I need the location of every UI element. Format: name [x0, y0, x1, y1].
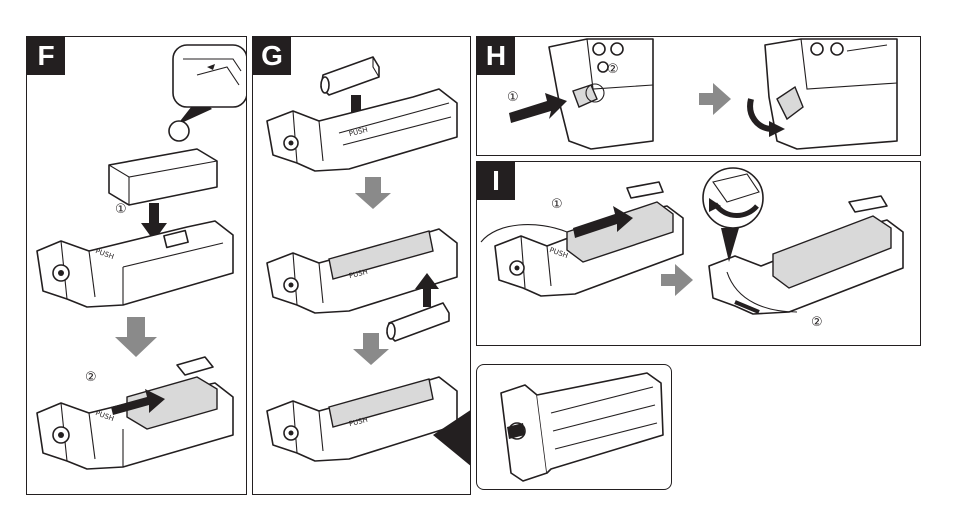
process-arrow-icon — [661, 264, 693, 296]
battery-holder-icon — [481, 182, 683, 296]
panel-g: G — [252, 36, 471, 495]
panel-f: F — [26, 36, 247, 495]
process-arrow-icon — [115, 317, 157, 357]
battery-grip-icon — [765, 39, 897, 149]
panel-h: H ① ② — [476, 36, 921, 156]
panel-h-illustration — [477, 37, 921, 156]
step-2-marker: ② — [607, 63, 619, 76]
panel-i: I ① ② PUSH — [476, 161, 921, 346]
step-1-marker: ① — [551, 198, 563, 211]
panel-f-illustration — [27, 37, 247, 495]
process-arrow-icon — [699, 83, 731, 115]
aa-battery-icon — [321, 57, 379, 95]
step-1-marker: ① — [507, 91, 519, 104]
step-2-marker: ② — [85, 371, 97, 384]
battery-holder-icon — [501, 373, 663, 481]
process-arrow-icon — [355, 177, 391, 209]
battery-holder-icon — [37, 357, 233, 469]
battery-grip-icon — [549, 39, 653, 149]
step-1-marker: ① — [115, 203, 127, 216]
panel-g-illustration — [253, 37, 471, 495]
panel-i-illustration — [477, 162, 921, 346]
panel-g-inset — [476, 364, 672, 490]
magnifier-callout-icon — [169, 45, 247, 141]
process-arrow-icon — [353, 333, 389, 365]
aa-battery-icon — [387, 303, 449, 341]
holder-detail-illustration — [477, 365, 672, 490]
battery-holder-icon — [37, 221, 233, 307]
battery-pack-icon — [109, 149, 217, 205]
magnifier-callout-icon — [703, 168, 763, 262]
step-2-marker: ② — [811, 316, 823, 329]
